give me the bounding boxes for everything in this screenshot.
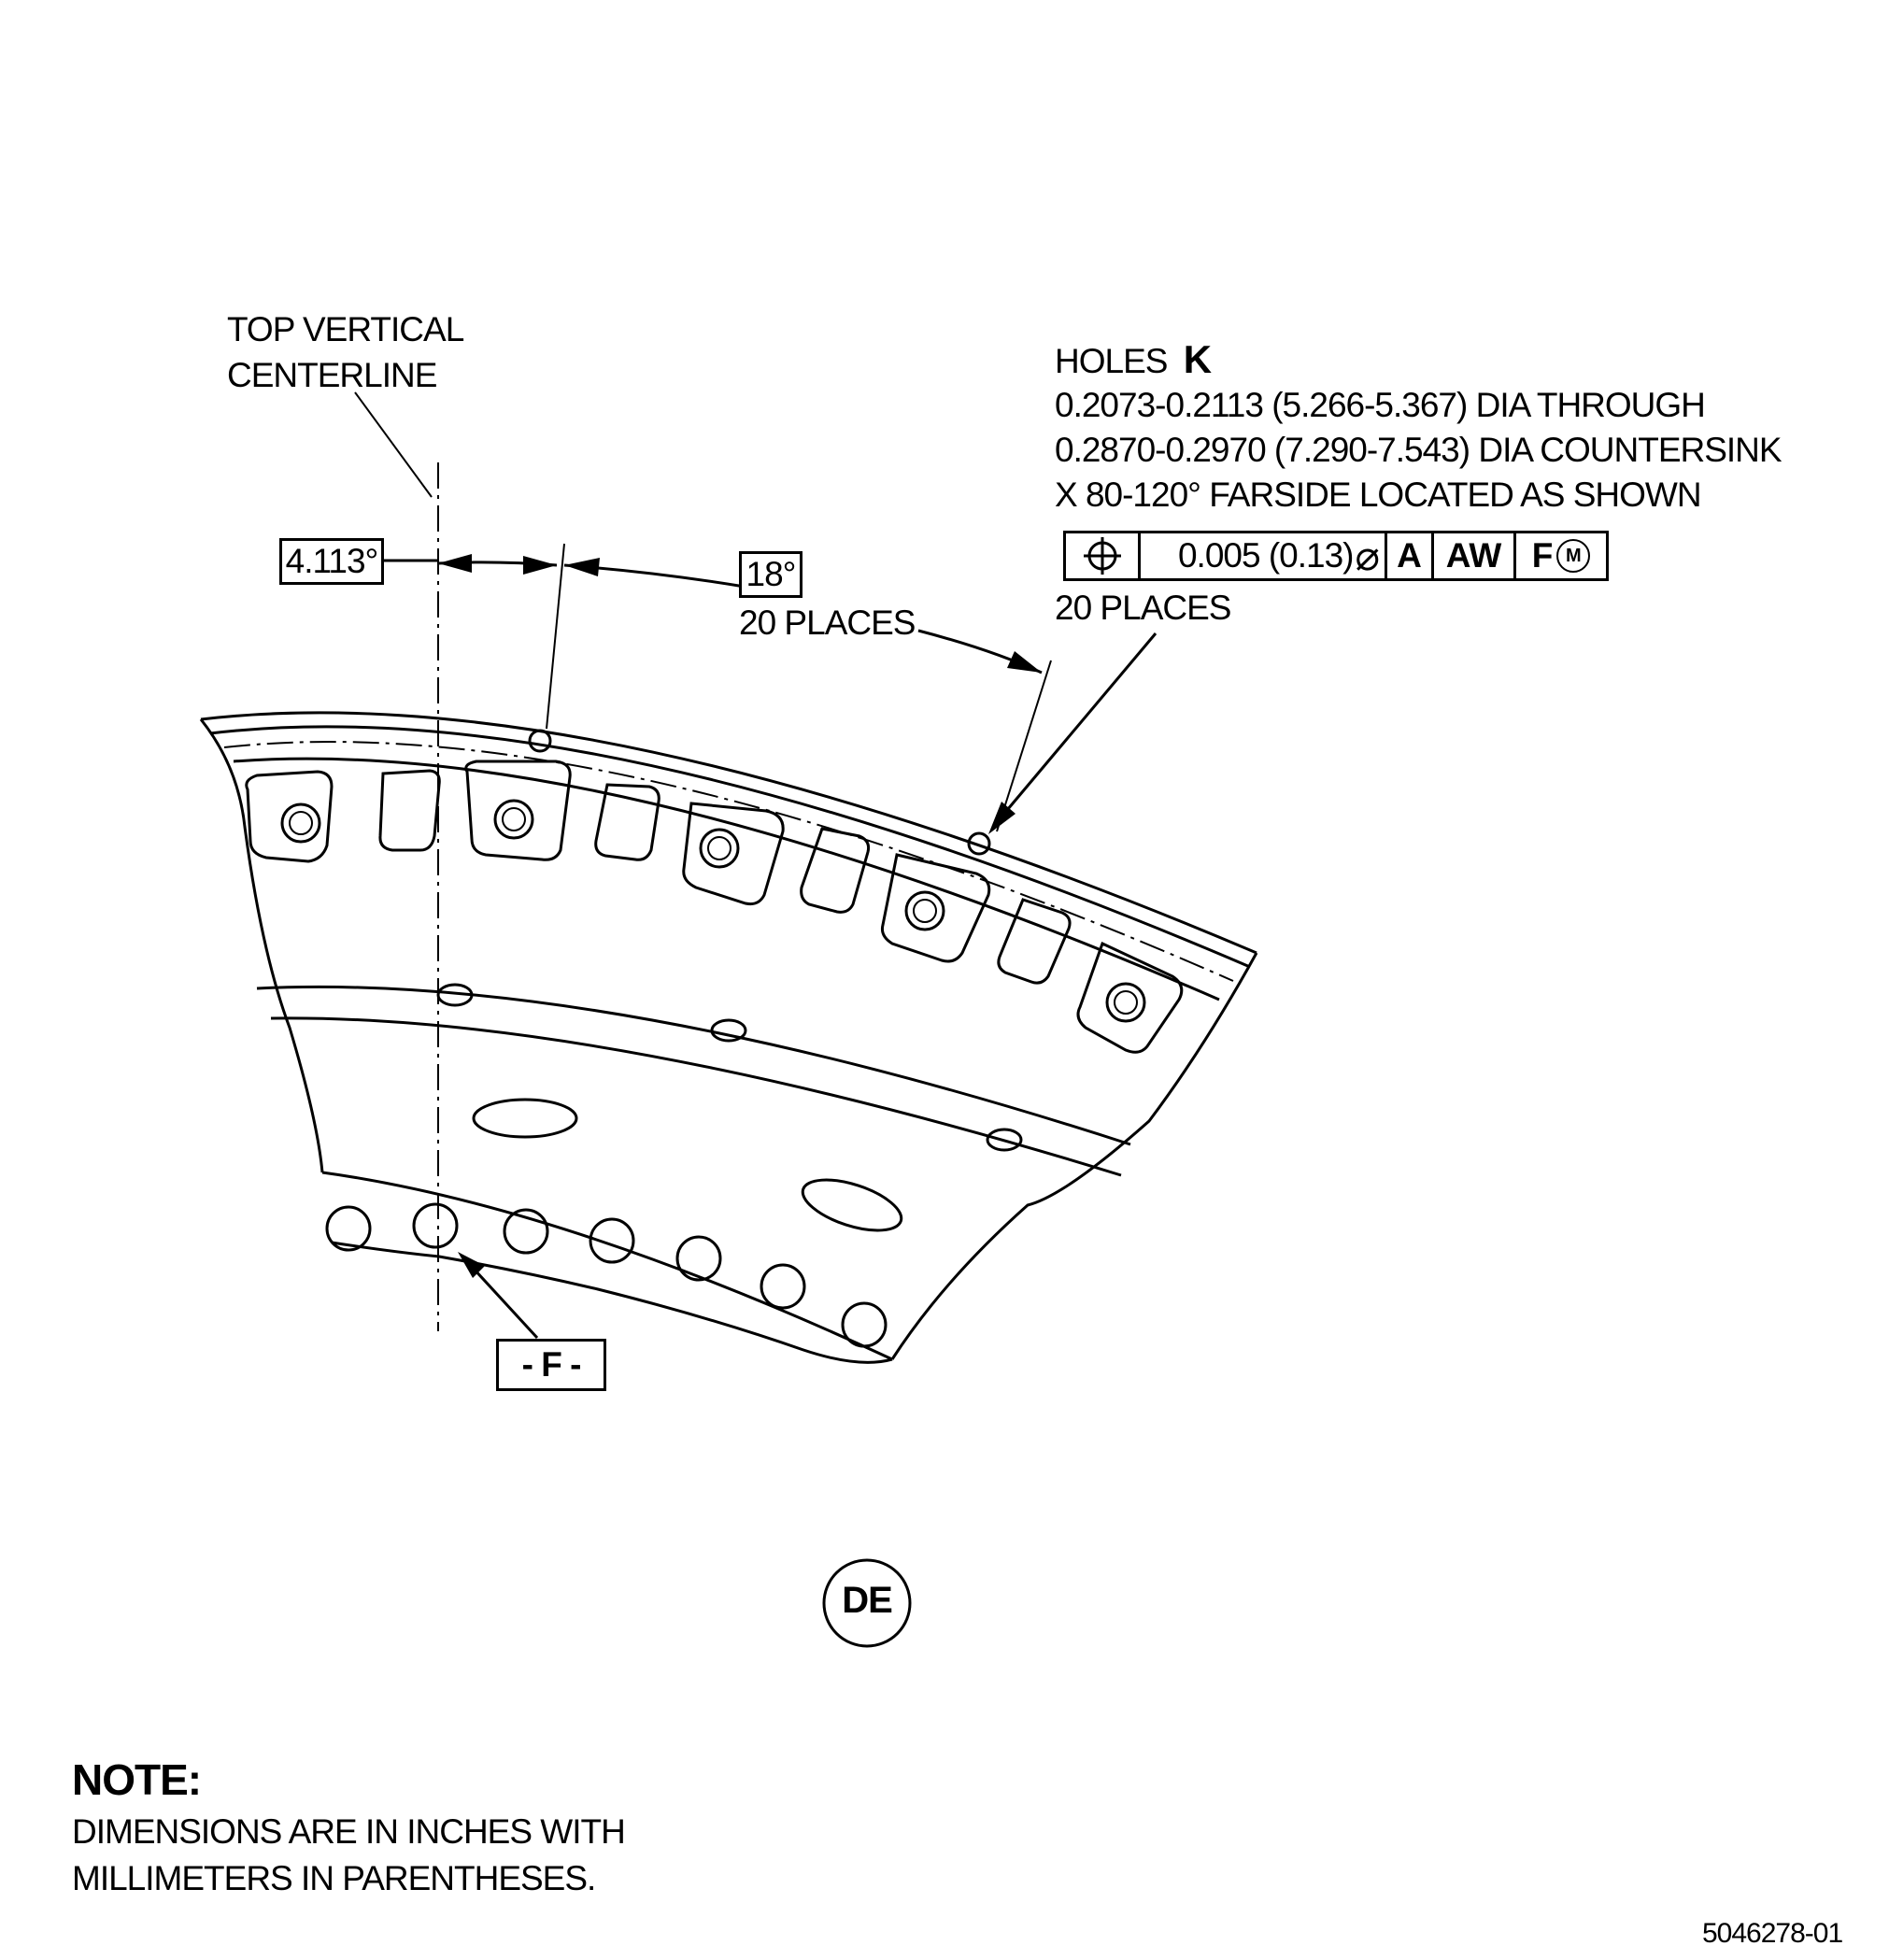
slot-hole-1 <box>436 983 474 1007</box>
note-line1: DIMENSIONS ARE IN INCHES WITH <box>72 1812 626 1851</box>
fcf-datum-b-cell: AW <box>1434 533 1516 578</box>
drawing-number: 5046278-01 <box>1702 1918 1843 1949</box>
flange-outer-edge <box>200 711 1257 955</box>
slot-hole-2 <box>710 1018 747 1043</box>
fcf-datum-c-cell: F M <box>1516 533 1606 578</box>
flange-centerline-arc <box>223 741 1234 982</box>
hole-k-2 <box>967 831 991 856</box>
fcf-datum-c: F <box>1531 536 1554 575</box>
fcf-datum-a: A <box>1397 536 1422 575</box>
feature-control-frame: 0.005 (0.13) ⌀ A AW F M <box>1063 531 1609 581</box>
fcf-datum-a-cell: A <box>1387 533 1434 578</box>
radial-line-2 <box>996 660 1052 832</box>
note-heading: NOTE: <box>72 1755 202 1804</box>
spacing-angle-value: 18° <box>746 555 797 593</box>
hole-radial-line <box>546 543 565 730</box>
scallop-outline <box>331 1241 893 1364</box>
datum-f-arrow <box>458 1252 485 1278</box>
part-right-outline <box>890 952 1258 1360</box>
scalloped-edge <box>321 1171 893 1361</box>
holes-k-line3: X 80-120° FARSIDE LOCATED AS SHOWN <box>1055 476 1702 514</box>
inner-ring-edge-2 <box>270 1016 1122 1177</box>
holes-title-letter: K <box>1183 337 1212 381</box>
offset-arrow-left <box>438 554 472 573</box>
flange-edge-2 <box>209 725 1251 969</box>
hole-k-1 <box>528 729 552 753</box>
part-left-outline <box>199 718 324 1173</box>
view-id-label: DE <box>842 1580 893 1621</box>
holes-k-arrow <box>988 802 1016 834</box>
diameter-icon: ⌀ <box>1355 533 1380 579</box>
fcf-symbol-cell <box>1066 533 1141 578</box>
datum-f-box: - F - <box>496 1339 606 1391</box>
fcf-tolerance-cell: 0.005 (0.13) ⌀ <box>1141 533 1387 579</box>
spacing-places: 20 PLACES <box>739 604 916 642</box>
datum-f-label: - F - <box>521 1345 582 1384</box>
offset-arrow-right <box>523 556 557 575</box>
pocket-row <box>245 760 1184 1054</box>
holes-k-leader <box>991 632 1158 828</box>
inner-ring-edge-1 <box>256 985 1131 1146</box>
holes-k-title: HOLES K <box>1055 337 1212 381</box>
holes-title-text: HOLES <box>1055 342 1168 380</box>
lightening-hole-2 <box>801 1178 903 1232</box>
slot-hole-3 <box>986 1128 1023 1152</box>
holes-k-line2: 0.2870-0.2970 (7.290-7.543) DIA COUNTERS… <box>1055 431 1782 469</box>
note-line2: MILLIMETERS IN PARENTHESES. <box>72 1859 596 1897</box>
spacing-angle-box: 18° <box>739 551 802 598</box>
flange-edge-3 <box>233 757 1220 1001</box>
centerline-leader <box>354 391 433 498</box>
spacing-arrow-left <box>564 558 600 576</box>
spacing-arrow-right <box>1007 651 1042 673</box>
offset-angle-box: 4.113° <box>279 538 384 585</box>
offset-angle-value: 4.113° <box>285 542 379 580</box>
holes-k-line1: 0.2073-0.2113 (5.266-5.367) DIA THROUGH <box>1055 386 1706 424</box>
bolt-holes <box>280 799 1146 1023</box>
fcf-tolerance: 0.005 (0.13) <box>1177 536 1355 575</box>
fcf-modifier: M <box>1565 545 1582 566</box>
mmc-modifier-icon: M <box>1556 539 1591 573</box>
fcf-datum-b: AW <box>1445 536 1502 575</box>
position-icon <box>1083 537 1121 575</box>
bottom-holes <box>325 1202 888 1348</box>
view-id-circle <box>822 1558 912 1648</box>
centerline-label-line2: CENTERLINE <box>227 356 437 394</box>
lightening-hole-1 <box>472 1098 578 1139</box>
centerline-label-line1: TOP VERTICAL <box>227 310 464 348</box>
holes-k-places: 20 PLACES <box>1055 589 1231 627</box>
